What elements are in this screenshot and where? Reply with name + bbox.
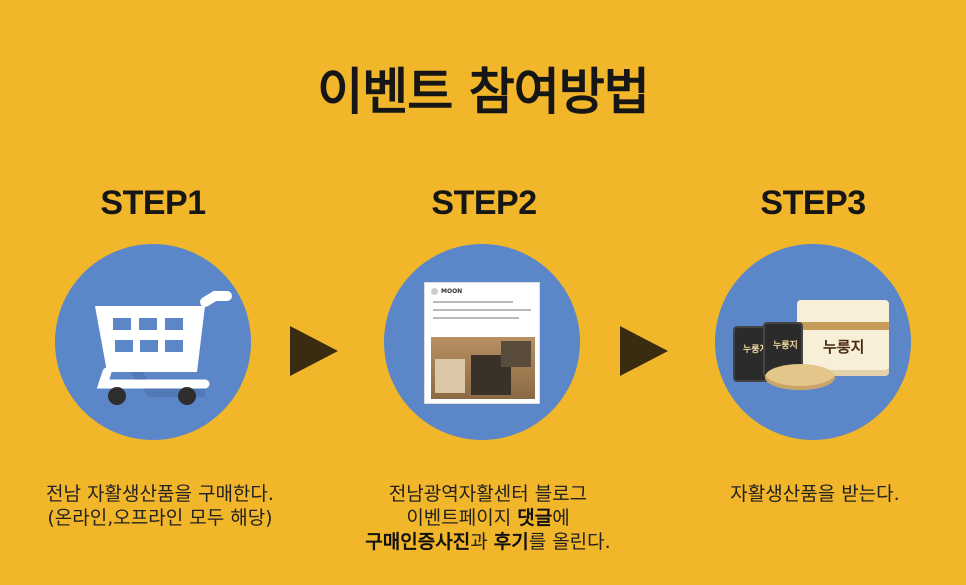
blog-comment-card: MOON — [424, 282, 540, 404]
step3-desc-line1: 자활생산품을 받는다. — [730, 483, 900, 505]
step1-desc-line2: (온라인,오프라인 모두 해당) — [47, 507, 273, 529]
step2-desc-line3: 구매인증사진과 후기를 올린다. — [365, 531, 611, 553]
step1-circle — [55, 244, 251, 440]
step2-label: STEP2 — [431, 184, 537, 222]
product-box-text: 누룽지 — [823, 338, 865, 356]
step1-description: 전남 자활생산품을 구매한다. (온라인,오프라인 모두 해당) — [0, 482, 320, 530]
commenter-name: MOON — [441, 288, 463, 295]
step3-description: 자활생산품을 받는다. — [655, 482, 966, 506]
step3-circle: 누룽지 누룽지 누룽지 — [715, 244, 911, 440]
step2-circle: MOON — [384, 244, 580, 440]
arrow-icon — [620, 326, 668, 376]
product-box: 누룽지 — [797, 300, 889, 376]
purchase-photo — [431, 337, 535, 399]
step1-desc-line1: 전남 자활생산품을 구매한다. — [46, 483, 274, 505]
step2-desc-line1: 전남광역자활센터 블로그 — [388, 483, 588, 505]
step2-description: 전남광역자활센터 블로그 이벤트페이지 댓글에 구매인증사진과 후기를 올린다. — [328, 482, 648, 554]
step1-label: STEP1 — [100, 184, 206, 222]
step2-desc-line2: 이벤트페이지 댓글에 — [406, 507, 570, 529]
arrow-icon — [290, 326, 338, 376]
step3-label: STEP3 — [760, 184, 866, 222]
product-plate — [765, 364, 835, 390]
avatar — [431, 288, 438, 295]
page-title: 이벤트 참여방법 — [317, 63, 649, 121]
shopping-cart-icon — [95, 291, 232, 405]
